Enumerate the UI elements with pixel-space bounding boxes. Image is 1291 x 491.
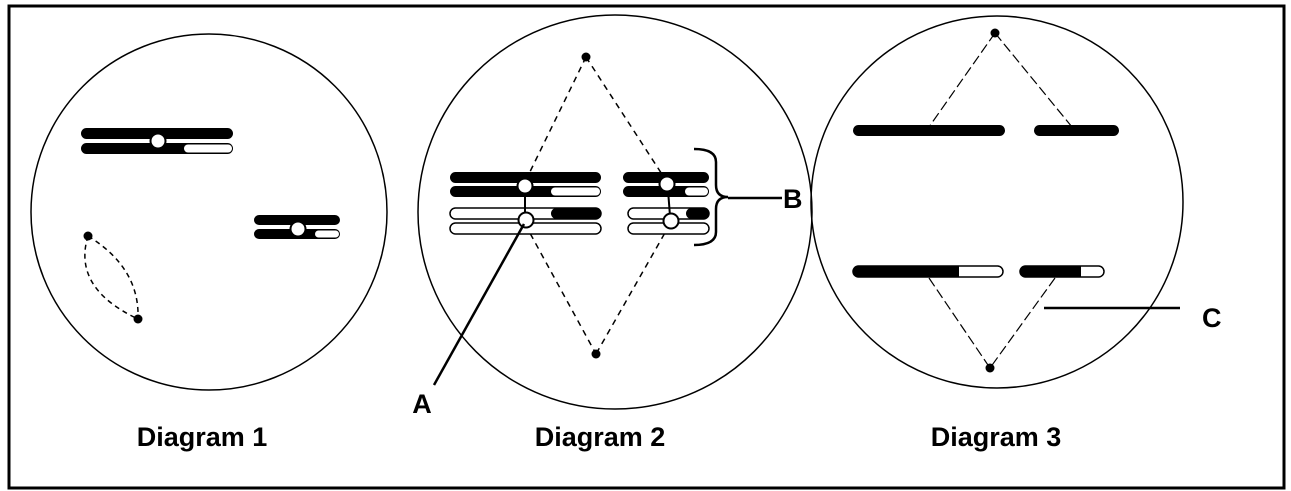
tetrad-large	[449, 172, 602, 235]
centromere	[658, 175, 676, 193]
chromosome-lower-large	[852, 265, 1004, 278]
figure-border	[7, 4, 1286, 490]
diagram-3-caption: Diagram 3	[931, 422, 1062, 452]
centriole	[83, 231, 93, 241]
centriole	[133, 314, 143, 324]
chromosome-lower-small	[1019, 265, 1105, 278]
label-c: C	[1202, 303, 1222, 333]
cell-membrane-3	[810, 15, 1184, 389]
label-a: A	[412, 389, 432, 419]
centromere	[662, 212, 680, 230]
cell-membrane-1	[30, 33, 388, 391]
centriole	[985, 363, 995, 373]
spindle-upper	[928, 28, 1073, 128]
centriole	[581, 52, 591, 62]
spindle-lower	[928, 277, 1056, 373]
chromosome-upper-large	[853, 125, 1005, 136]
centromere	[516, 177, 534, 195]
chromosome-pair-large	[81, 128, 233, 154]
diagram-2: B A Diagram 2	[412, 14, 813, 452]
chromosome-upper-small	[1034, 125, 1119, 136]
chromosome-pair-small	[254, 215, 340, 239]
label-b: B	[783, 184, 803, 214]
centromere	[517, 211, 535, 229]
diagram-3: C Diagram 3	[810, 15, 1222, 452]
diagram-1: Diagram 1	[30, 33, 388, 452]
tetrad-small	[623, 172, 710, 235]
centriole	[591, 349, 601, 359]
centromere	[149, 132, 167, 150]
centriole	[990, 28, 1000, 38]
diagram-1-caption: Diagram 1	[137, 422, 268, 452]
diagram-2-caption: Diagram 2	[535, 422, 666, 452]
spindle	[524, 52, 671, 359]
centromere	[289, 220, 307, 238]
spindle-forming	[83, 231, 143, 324]
leader-line-a	[432, 223, 526, 386]
